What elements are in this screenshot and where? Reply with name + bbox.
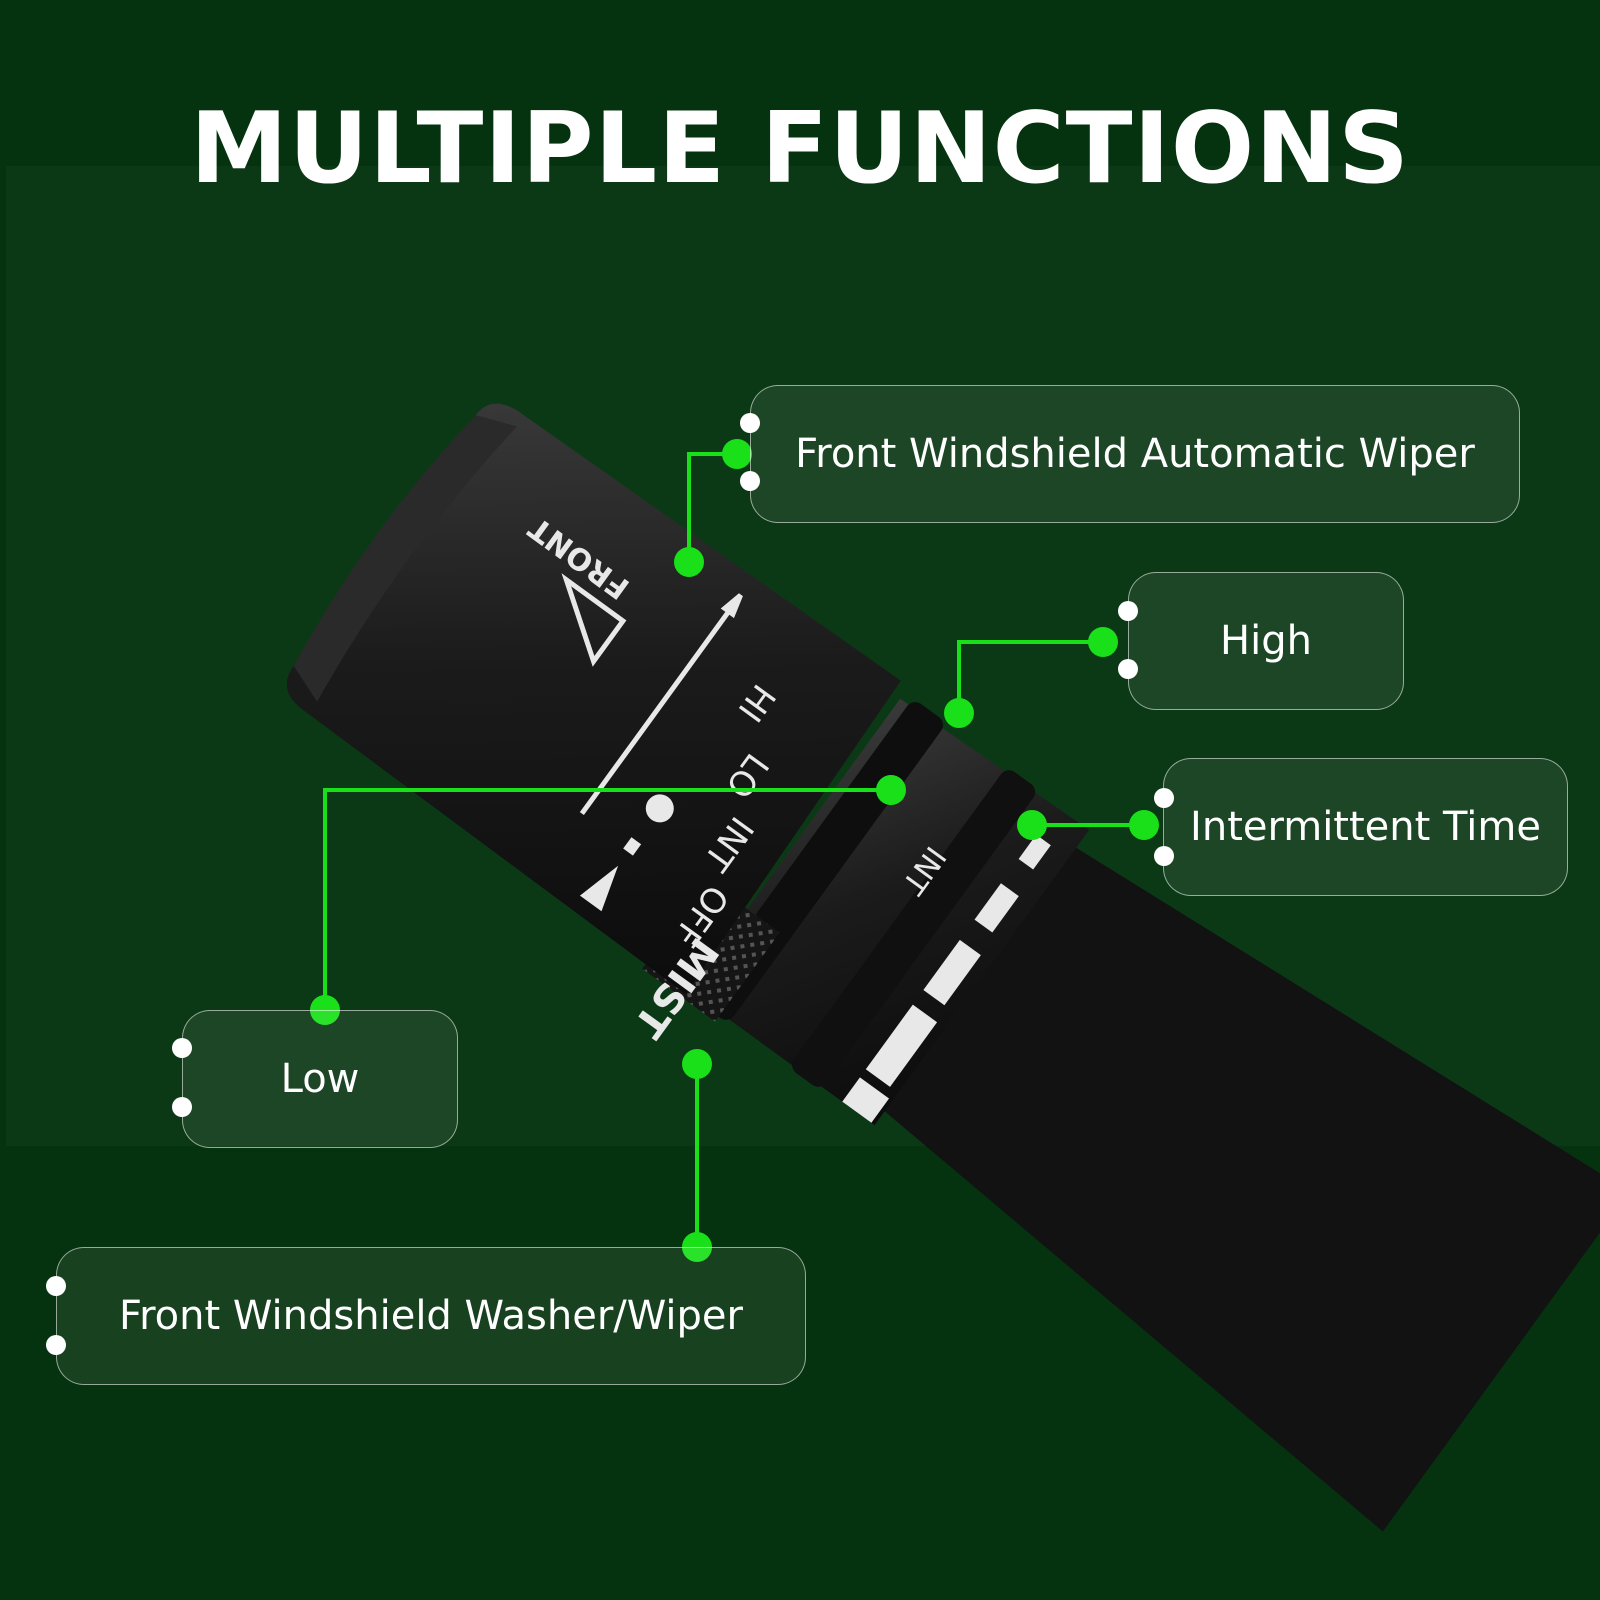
connector-high-h bbox=[957, 640, 1103, 644]
lever-stalk bbox=[854, 826, 1600, 1532]
callout-low-label: Low bbox=[280, 1056, 360, 1102]
marker-auto-wiper-lever bbox=[674, 547, 704, 577]
callout-intermittent-dot-top bbox=[1154, 788, 1174, 808]
connector-high bbox=[957, 640, 961, 713]
callout-washer-wiper-dot-top bbox=[46, 1276, 66, 1296]
callout-high-dot-bottom bbox=[1118, 659, 1138, 679]
front-wiper-symbol bbox=[561, 573, 627, 667]
callout-auto-wiper-dot-top bbox=[740, 413, 760, 433]
callout-washer-wiper-label: Front Windshield Washer/Wiper bbox=[118, 1293, 743, 1339]
connector-intermittent bbox=[1032, 823, 1144, 827]
page-title: MULTIPLE FUNCTIONS bbox=[190, 92, 1410, 206]
callout-washer-wiper: Front Windshield Washer/Wiper bbox=[56, 1247, 806, 1385]
callout-auto-wiper-dot-bottom bbox=[740, 471, 760, 491]
callout-auto-wiper-label: Front Windshield Automatic Wiper bbox=[795, 431, 1475, 477]
lever-head bbox=[286, 403, 901, 995]
connector-auto-wiper-h bbox=[687, 452, 737, 456]
intermittent-bars bbox=[842, 834, 1051, 1123]
callout-intermittent-dot-bottom bbox=[1154, 846, 1174, 866]
marker-intermittent-box bbox=[1129, 810, 1159, 840]
callout-intermittent: Intermittent Time bbox=[1163, 758, 1568, 896]
callout-low-dot-top bbox=[172, 1038, 192, 1058]
callout-intermittent-label: Intermittent Time bbox=[1190, 804, 1541, 850]
callout-low-dot-bottom bbox=[172, 1097, 192, 1117]
marker-low-lever bbox=[876, 775, 906, 805]
marker-intermittent-lever bbox=[1017, 810, 1047, 840]
marker-high-box bbox=[1088, 627, 1118, 657]
callout-high-label: High bbox=[1220, 618, 1312, 664]
callout-high-dot-top bbox=[1118, 601, 1138, 621]
marker-high-lever bbox=[944, 698, 974, 728]
callout-high: High bbox=[1128, 572, 1404, 710]
marker-auto-wiper-box bbox=[722, 439, 752, 469]
marker-washer-lever bbox=[682, 1049, 712, 1079]
callout-washer-wiper-dot-bottom bbox=[46, 1335, 66, 1355]
connector-low bbox=[323, 788, 891, 792]
callout-auto-wiper: Front Windshield Automatic Wiper bbox=[750, 385, 1520, 523]
connector-auto-wiper bbox=[687, 452, 691, 560]
connector-washer bbox=[695, 1064, 699, 1247]
connector-low-v bbox=[323, 788, 327, 1010]
mist-arrow bbox=[579, 865, 619, 912]
callout-low: Low bbox=[182, 1010, 458, 1148]
